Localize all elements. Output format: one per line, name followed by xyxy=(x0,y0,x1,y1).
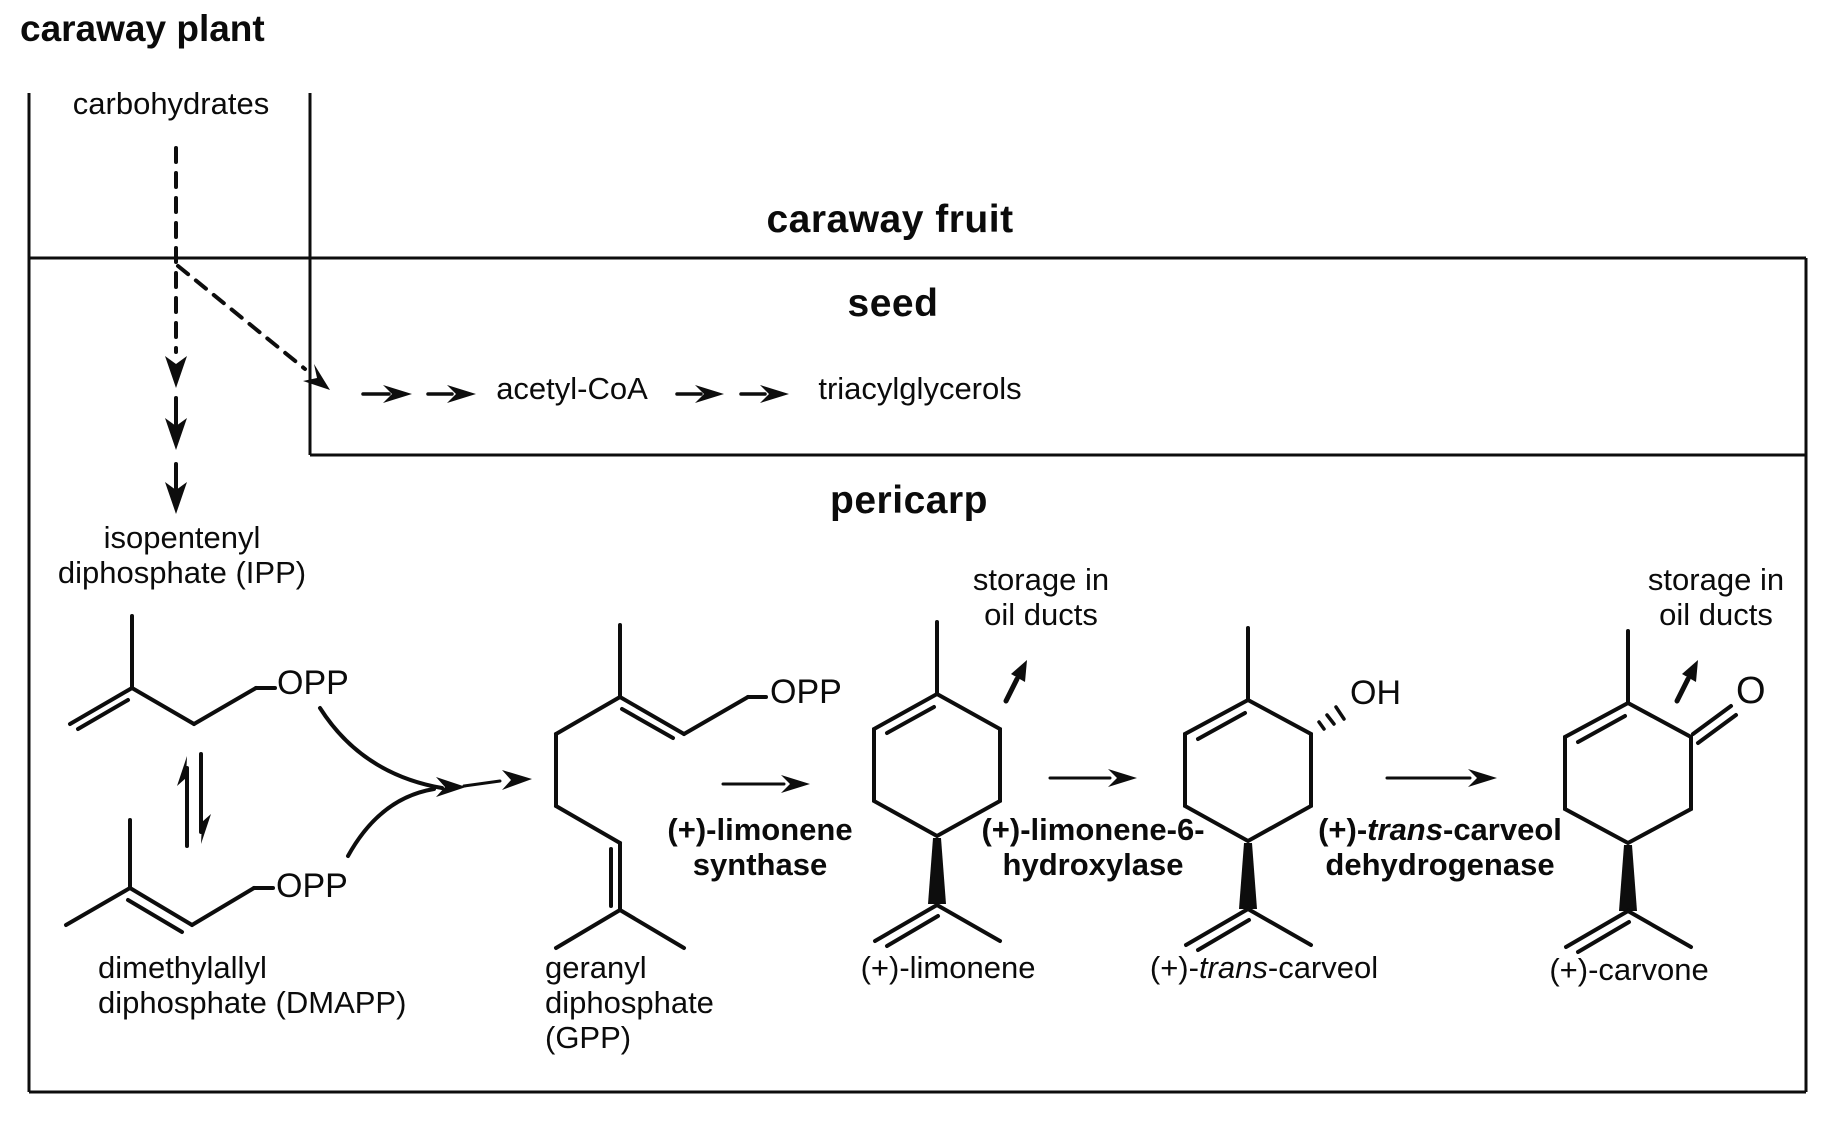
enzyme-dehydrogenase-line2: dehydrogenase xyxy=(1325,847,1555,882)
dmapp-name-line2: diphosphate (DMAPP) xyxy=(98,985,407,1020)
opp-group-dmapp: OPP xyxy=(276,867,348,905)
gpp-structure xyxy=(554,623,768,950)
opp-group-ipp: OPP xyxy=(277,664,349,702)
enzyme-synthase-line1: (+)-limonene xyxy=(667,812,853,847)
enzyme-dehydrogenase-prefix: (+)- xyxy=(1318,812,1368,847)
limonene-structure xyxy=(872,620,1002,948)
limonene-name: (+)-limonene xyxy=(860,950,1036,985)
storage-carvone-line1: storage in xyxy=(1647,562,1785,597)
carveol-name: (+)-trans-carveol xyxy=(1150,950,1378,985)
carveol-structure xyxy=(1183,626,1346,952)
enzyme-limonene-6-hydroxylase: (+)-limonene-6- hydroxylase xyxy=(981,812,1204,882)
carveol-name-suffix: -carveol xyxy=(1267,950,1379,985)
ipp-structure xyxy=(68,614,277,731)
storage-arrow-limonene xyxy=(1003,660,1027,704)
enzyme-hydroxylase-line1: (+)-limonene-6- xyxy=(981,812,1205,847)
seed-pathway-arrows xyxy=(361,385,789,403)
diagram-title: caraway plant xyxy=(20,8,265,49)
gpp-name-line1: geranyl xyxy=(545,950,647,985)
carveol-name-italic: trans xyxy=(1198,950,1268,985)
triacylglycerols-label: triacylglycerols xyxy=(818,371,1022,406)
gpp-name-line3: (GPP) xyxy=(545,1020,632,1055)
enzyme-synthase-line2: synthase xyxy=(692,847,828,882)
ipp-name: isopentenyl diphosphate (IPP) xyxy=(58,520,306,590)
dmapp-structure xyxy=(64,818,275,934)
caraway-fruit-label: caraway fruit xyxy=(766,198,1014,241)
gpp-name-line2: diphosphate xyxy=(545,985,714,1020)
storage-carvone-line2: oil ducts xyxy=(1659,597,1773,632)
ipp-name-line1: isopentenyl xyxy=(103,520,261,555)
carvone-structure xyxy=(1563,629,1738,954)
enzyme-dehydrogenase-suffix: -carveol xyxy=(1442,812,1562,847)
storage-limonene-line2: oil ducts xyxy=(984,597,1098,632)
dmapp-name: dimethylallyl diphosphate (DMAPP) xyxy=(98,950,406,1020)
storage-note-carvone: storage in oil ducts xyxy=(1648,562,1784,632)
carvone-name: (+)-carvone xyxy=(1549,952,1709,987)
gpp-name: geranyl diphosphate (GPP) xyxy=(545,950,714,1055)
opp-group-gpp: OPP xyxy=(770,673,842,711)
carveol-name-prefix: (+)- xyxy=(1149,950,1199,985)
dmapp-name-line1: dimethylallyl xyxy=(98,950,267,985)
storage-note-limonene: storage in oil ducts xyxy=(973,562,1109,632)
enzyme-hydroxylase-line2: hydroxylase xyxy=(1002,847,1184,882)
convergence-arrows xyxy=(318,706,532,858)
carbohydrate-flow-arrows xyxy=(165,146,330,514)
pericarp-label: pericarp xyxy=(830,479,988,522)
enzyme-limonene-synthase: (+)-limonene synthase xyxy=(667,812,852,882)
enzyme-dehydrogenase-line1: (+)-trans-carveol xyxy=(1318,812,1562,847)
compartment-lines xyxy=(27,93,1808,1094)
seed-label: seed xyxy=(847,282,939,325)
ketone-oxygen-carvone: O xyxy=(1736,670,1766,712)
acetyl-coa-label: acetyl-CoA xyxy=(496,371,648,406)
carbohydrates-label: carbohydrates xyxy=(72,86,270,121)
ipp-name-line2: diphosphate (IPP) xyxy=(57,555,307,590)
enzyme-dehydrogenase-italic: trans xyxy=(1367,812,1443,847)
enzyme-trans-carveol-dehydrogenase: (+)-trans-carveol dehydrogenase xyxy=(1318,812,1562,882)
storage-arrow-carvone xyxy=(1674,660,1698,704)
storage-limonene-line1: storage in xyxy=(972,562,1110,597)
reaction-arrow-synthase xyxy=(721,775,810,793)
hydroxyl-group-carveol: OH xyxy=(1350,674,1401,712)
equilibrium-arrows xyxy=(177,752,211,848)
reaction-arrow-hydroxylase xyxy=(1048,769,1137,787)
reaction-arrow-dehydrogenase xyxy=(1385,769,1497,787)
